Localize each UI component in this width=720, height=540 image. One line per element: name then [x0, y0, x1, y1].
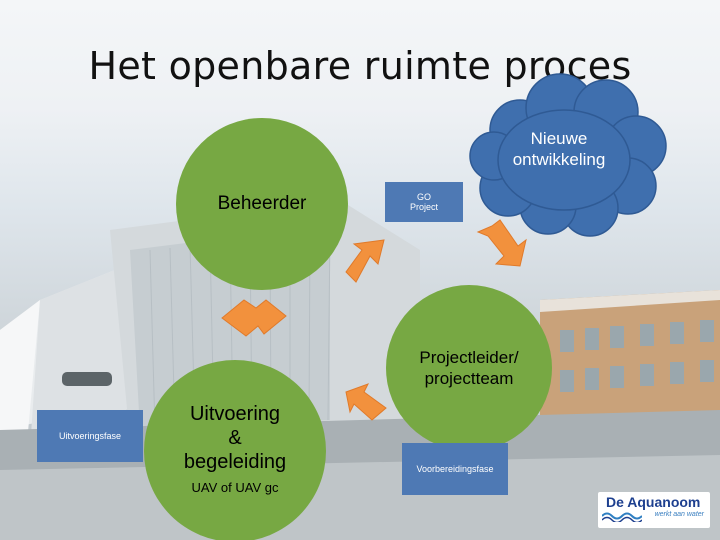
logo-tagline: werkt aan water	[654, 511, 704, 518]
projectleider-circle: Projectleider/ projectteam	[386, 285, 552, 451]
aquanoom-logo: De Aquanoom werkt aan water	[598, 492, 710, 528]
arrow-cloud-to-project	[476, 219, 527, 267]
go-project-box: GO Project	[385, 182, 463, 222]
beheerder-circle: Beheerder	[176, 118, 348, 290]
logo-name: De Aquanoom	[606, 494, 701, 510]
voorbereidingsfase-box: Voorbereidingsfase	[402, 443, 508, 495]
nieuwe-ontwikkeling-label: Nieuwe ontwikkeling	[512, 129, 606, 170]
arrow-beheerder-to-uitvoering	[221, 299, 287, 337]
beheerder-label: Beheerder	[217, 193, 307, 214]
projectleider-label: Projectleider/ projectteam	[419, 347, 519, 388]
arrow-project-to-beheerder	[345, 239, 385, 283]
wave-icon	[602, 512, 642, 522]
arrow-project-to-uitvoering	[345, 383, 387, 421]
uitvoering-circle: Uitvoering & begeleiding UAV of UAV gc	[144, 360, 326, 540]
uitvoeringsfase-box: Uitvoeringsfase	[37, 410, 143, 462]
uitvoering-sublabel: UAV of UAV gc	[191, 479, 279, 495]
uitvoering-label: Uitvoering & begeleiding	[183, 402, 287, 473]
